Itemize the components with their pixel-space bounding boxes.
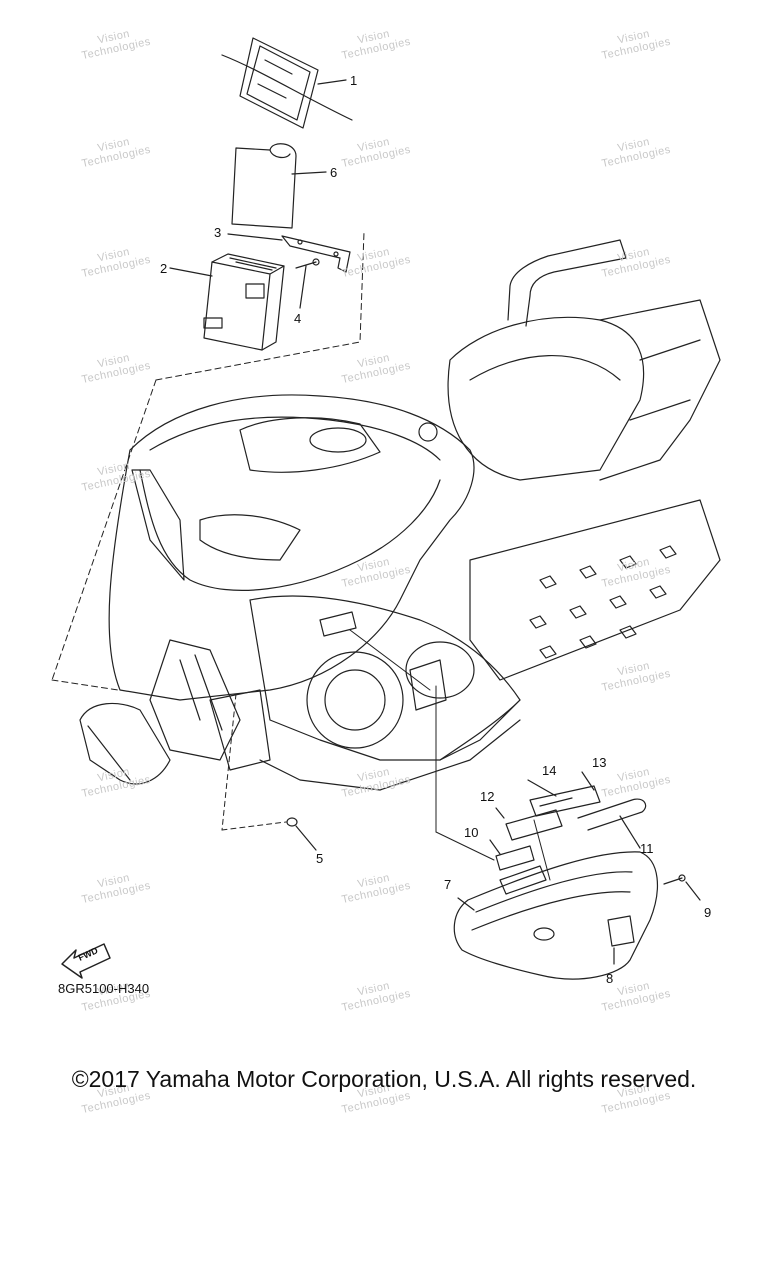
diagram-part-code: 8GR5100-H340 <box>58 981 150 996</box>
snowmobile-body <box>79 239 721 791</box>
part-1-bracket <box>221 37 353 129</box>
callout-2: 2 <box>160 261 168 276</box>
callout-11: 11 <box>640 841 654 856</box>
part-12-14-decals <box>495 771 601 841</box>
callout-1: 1 <box>350 73 358 88</box>
part-10-clip <box>489 839 535 871</box>
part-5-grommet <box>286 817 317 851</box>
callout-3: 3 <box>214 225 222 240</box>
leader-lines <box>221 629 551 881</box>
part-7-flap <box>453 851 659 980</box>
callout-6: 6 <box>330 165 338 180</box>
callout-5: 5 <box>316 851 324 866</box>
callout-9: 9 <box>704 905 712 920</box>
callout-14: 14 <box>542 763 557 778</box>
callout-7: 7 <box>444 877 452 892</box>
callout-13: 13 <box>592 755 607 770</box>
part-2-battery <box>169 253 285 351</box>
part-9-rivet <box>663 874 701 901</box>
callout-12: 12 <box>480 789 495 804</box>
copyright-notice: ©2017 Yamaha Motor Corporation, U.S.A. A… <box>71 1066 697 1092</box>
callout-4: 4 <box>294 311 302 326</box>
callout-10: 10 <box>464 825 479 840</box>
fwd-arrow-icon <box>61 943 111 979</box>
leader-frame <box>51 231 365 691</box>
part-8-plate <box>607 915 635 965</box>
part-11-hook <box>577 798 647 849</box>
part-6-cover <box>231 143 327 229</box>
callout-8: 8 <box>606 971 614 986</box>
exploded-parts-diagram <box>51 37 721 980</box>
part-3-holder <box>227 233 351 273</box>
part-4-bolt <box>295 258 320 309</box>
